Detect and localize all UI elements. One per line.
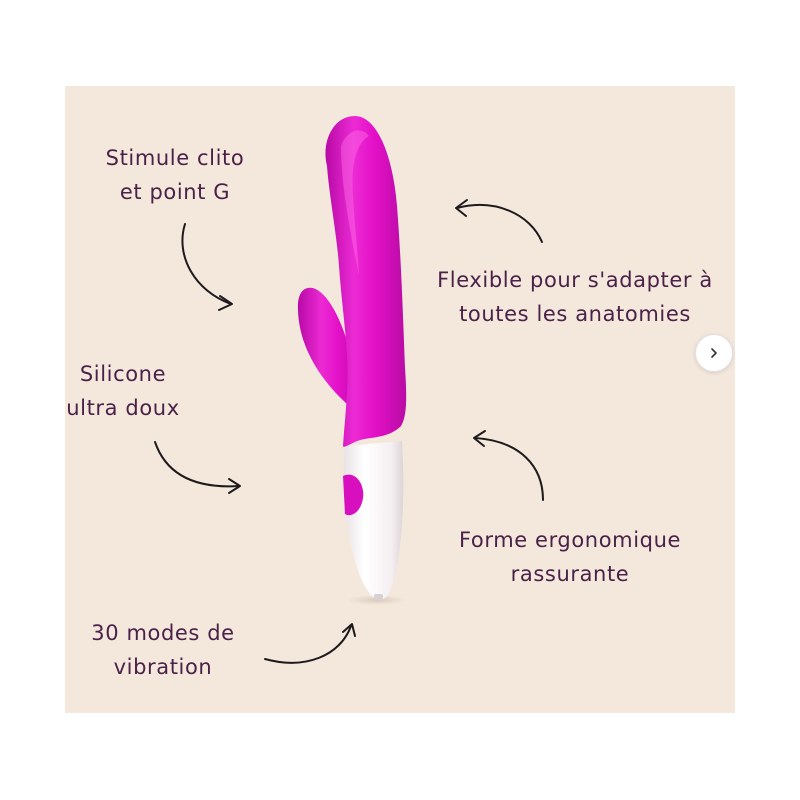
annotation-forme-line2: rassurante [510, 562, 630, 586]
annotation-silicone-line2: ultra doux [66, 396, 180, 420]
annotation-stimule-line2: et point G [119, 180, 231, 204]
annotation-forme: Forme ergonomique rassurante [450, 523, 690, 591]
annotation-flexible-line2: toutes les anatomies [459, 302, 691, 326]
annotation-silicone-line1: Silicone [79, 362, 167, 386]
annotation-modes: 30 modes de vibration [65, 616, 278, 684]
arrow-flexible [456, 204, 543, 243]
annotation-stimule-line1: Stimule clito [105, 146, 245, 170]
product-image: Stimule clito et point G Silicone ultra … [65, 86, 735, 713]
carousel-next-button[interactable] [695, 334, 733, 372]
arrowhead-modes [342, 623, 356, 637]
arrow-stimule [181, 223, 232, 305]
annotation-stimule: Stimule clito et point G [65, 141, 290, 209]
arrow-modes [264, 625, 352, 664]
arrowhead-forme [473, 430, 486, 447]
annotation-forme-line1: Forme ergonomique [458, 528, 682, 552]
annotation-flexible: Flexible pour s'adapter à toutes les ana… [420, 263, 730, 331]
arrow-forme [474, 437, 544, 501]
arrowhead-silicone [228, 478, 241, 494]
arrowhead-flexible [455, 199, 468, 217]
annotation-flexible-line1: Flexible pour s'adapter à [437, 268, 713, 292]
arrowhead-stimule [218, 295, 233, 311]
annotation-arrows [154, 199, 544, 664]
product-illustration [297, 116, 407, 605]
arrow-silicone [154, 441, 240, 488]
annotation-modes-line1: 30 modes de [91, 621, 235, 645]
annotation-modes-line2: vibration [113, 655, 213, 679]
annotation-silicone: Silicone ultra doux [65, 357, 233, 425]
chevron-right-icon [711, 348, 717, 358]
